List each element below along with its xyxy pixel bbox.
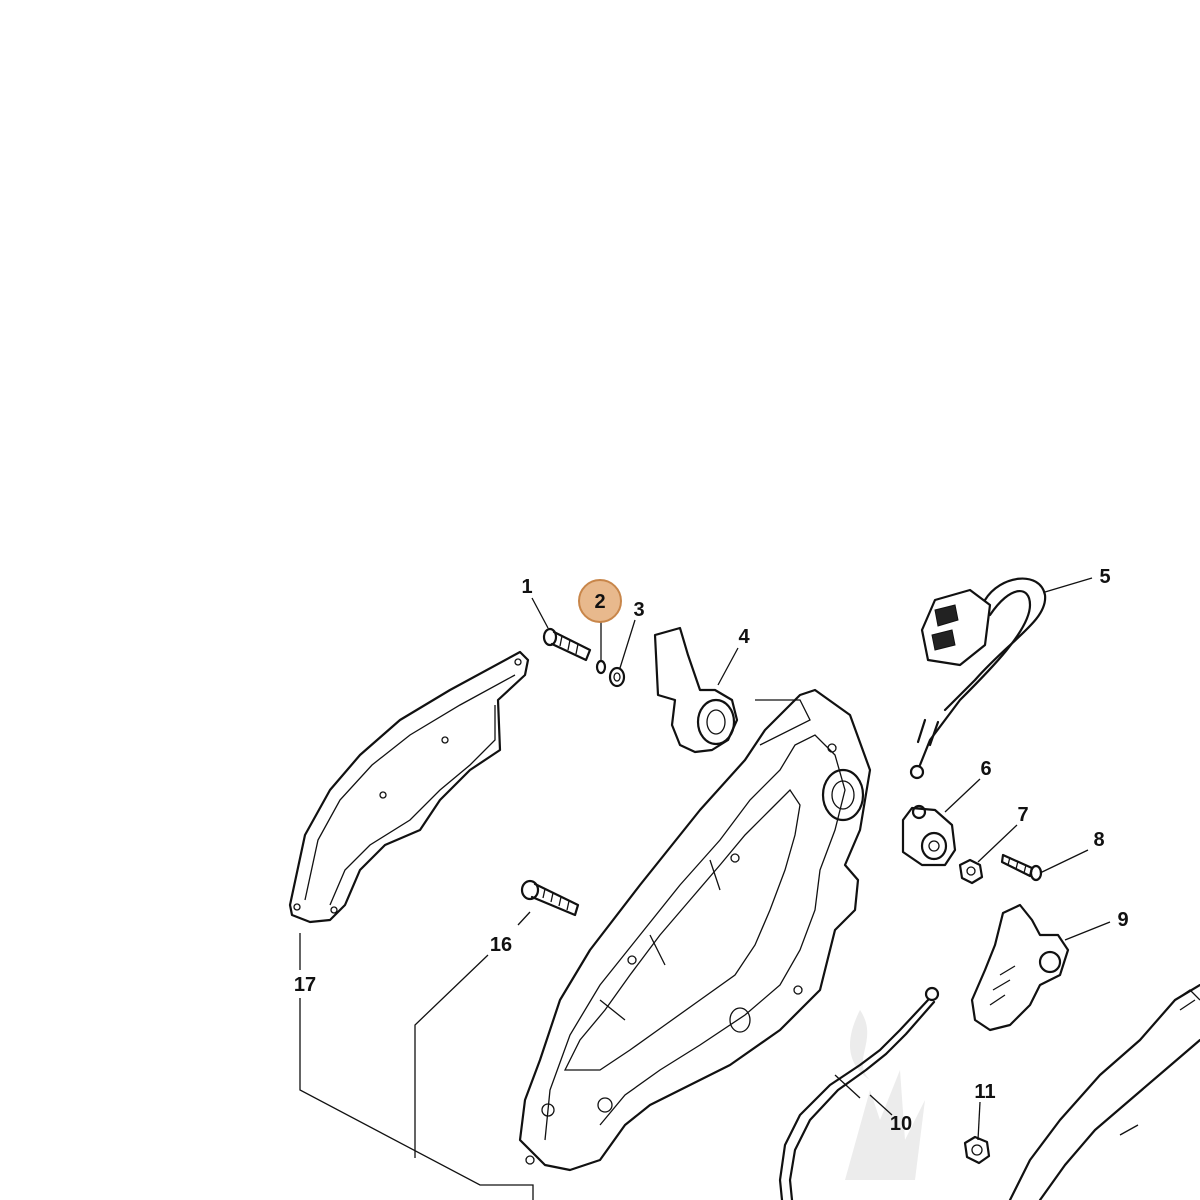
- part-16-screw[interactable]: [520, 879, 580, 917]
- callout-2[interactable]: 2: [594, 591, 606, 613]
- main-housing: [518, 688, 872, 1172]
- part-8-screw[interactable]: [1000, 853, 1043, 882]
- callout-5[interactable]: 5: [1099, 566, 1111, 588]
- highlight-marker: [578, 579, 622, 623]
- callout-16[interactable]: 16: [489, 934, 513, 956]
- callout-3[interactable]: 3: [633, 599, 645, 621]
- callout-11[interactable]: 11: [974, 1081, 996, 1103]
- callout-9[interactable]: 9: [1117, 909, 1129, 931]
- part-1-screw[interactable]: [542, 627, 592, 662]
- callout-17[interactable]: 17: [293, 974, 317, 996]
- part-4-lever[interactable]: [653, 626, 739, 754]
- callout-7[interactable]: 7: [1017, 804, 1029, 826]
- callout-1[interactable]: 1: [521, 576, 533, 598]
- callout-8[interactable]: 8: [1093, 829, 1105, 851]
- part-7-nut[interactable]: [958, 858, 984, 885]
- right-housing-partial: [1008, 983, 1200, 1200]
- part-17-cover[interactable]: [288, 650, 530, 924]
- callout-10[interactable]: 10: [889, 1113, 913, 1135]
- part-3-washer[interactable]: [608, 666, 626, 688]
- callout-6[interactable]: 6: [980, 758, 992, 780]
- part-9-trigger[interactable]: [970, 903, 1070, 1032]
- callout-4[interactable]: 4: [738, 626, 750, 648]
- part-6-connector[interactable]: [901, 804, 957, 867]
- part-10-cable[interactable]: [778, 986, 940, 1200]
- leader-lines: [299, 577, 1111, 1200]
- part-5-switch[interactable]: [909, 577, 1047, 780]
- watermark-logo-icon: [845, 1010, 925, 1180]
- part-11-nut[interactable]: [963, 1135, 991, 1165]
- part-2-ring[interactable]: [595, 659, 607, 675]
